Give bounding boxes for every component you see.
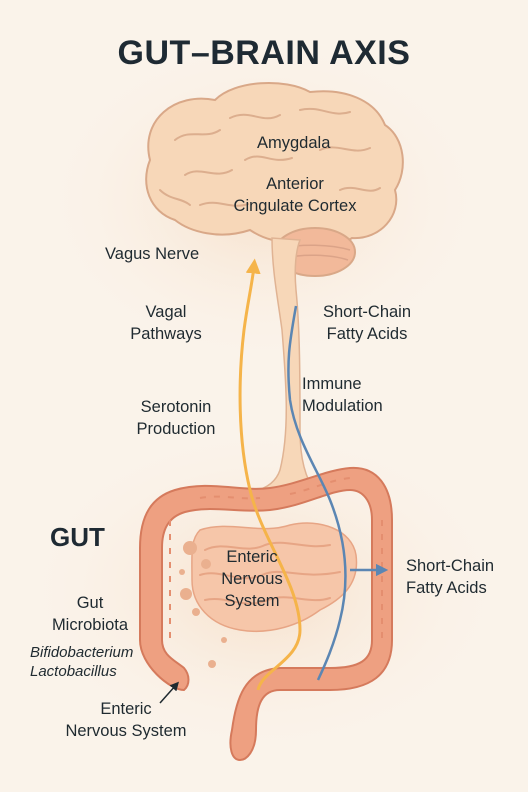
bacteria-item-2: Lactobacillus bbox=[30, 663, 117, 680]
amygdala-label: Amygdala bbox=[257, 134, 331, 152]
page-title: GUT–BRAIN AXIS bbox=[117, 34, 411, 72]
ens-label: Enteric Nervous System bbox=[210, 546, 294, 612]
scfa-right-label: Short-Chain Fatty Acids bbox=[406, 555, 494, 599]
immune-line1: Immune bbox=[302, 375, 362, 393]
vagus-nerve-label: Vagus Nerve bbox=[105, 245, 200, 263]
small-intestine bbox=[191, 522, 358, 633]
bacteria-item-1: Bifidobacterium bbox=[30, 644, 134, 661]
scfa-top-label: Short-Chain Fatty Acids bbox=[308, 301, 426, 345]
vagal-pathways-line1: Vagal bbox=[145, 303, 187, 321]
serotonin-line1: Serotonin bbox=[140, 398, 212, 416]
serotonin-label: Serotonin Production bbox=[120, 396, 232, 440]
microbiota-dots bbox=[179, 541, 227, 668]
afferent-pathway-arrow bbox=[238, 258, 302, 691]
scfa-right-line2: Fatty Acids bbox=[406, 579, 487, 597]
ens-line1: Enteric bbox=[226, 548, 278, 566]
immune-modulation-label: Immune Modulation bbox=[302, 373, 383, 417]
bacteria-list: Bifidobacterium Lactobacillus bbox=[30, 643, 133, 681]
vagal-pathways-line2: Pathways bbox=[130, 325, 202, 343]
gut-microbiota-label: Gut Microbiota bbox=[34, 592, 146, 636]
microbiota-line1: Gut bbox=[76, 594, 104, 612]
ens-pointer-arrow bbox=[159, 681, 179, 704]
serotonin-line2: Production bbox=[136, 420, 216, 438]
ens-bottom-label: Enteric Nervous System bbox=[44, 698, 208, 742]
ens-bottom-line2: Nervous System bbox=[65, 722, 187, 740]
microbiota-line2: Microbiota bbox=[51, 616, 129, 634]
scfa-top-line1: Short-Chain bbox=[322, 303, 412, 321]
acc-label-line1: Anterior bbox=[266, 175, 324, 193]
scfa-right-line1: Short-Chain bbox=[406, 557, 495, 575]
vagal-pathways-label: Vagal Pathways bbox=[116, 301, 216, 345]
efferent-pathway-arrow bbox=[287, 305, 347, 681]
gut-title: GUT bbox=[50, 522, 105, 552]
scfa-top-line2: Fatty Acids bbox=[326, 325, 408, 343]
immune-line2: Modulation bbox=[302, 397, 383, 415]
colon bbox=[139, 466, 393, 762]
ens-line3: System bbox=[224, 592, 280, 610]
ens-line2: Nervous bbox=[221, 570, 283, 588]
acc-label: Anterior Cingulate Cortex bbox=[228, 173, 362, 217]
ens-bottom-line1: Enteric bbox=[100, 700, 152, 718]
acc-label-line2: Cingulate Cortex bbox=[233, 197, 357, 215]
